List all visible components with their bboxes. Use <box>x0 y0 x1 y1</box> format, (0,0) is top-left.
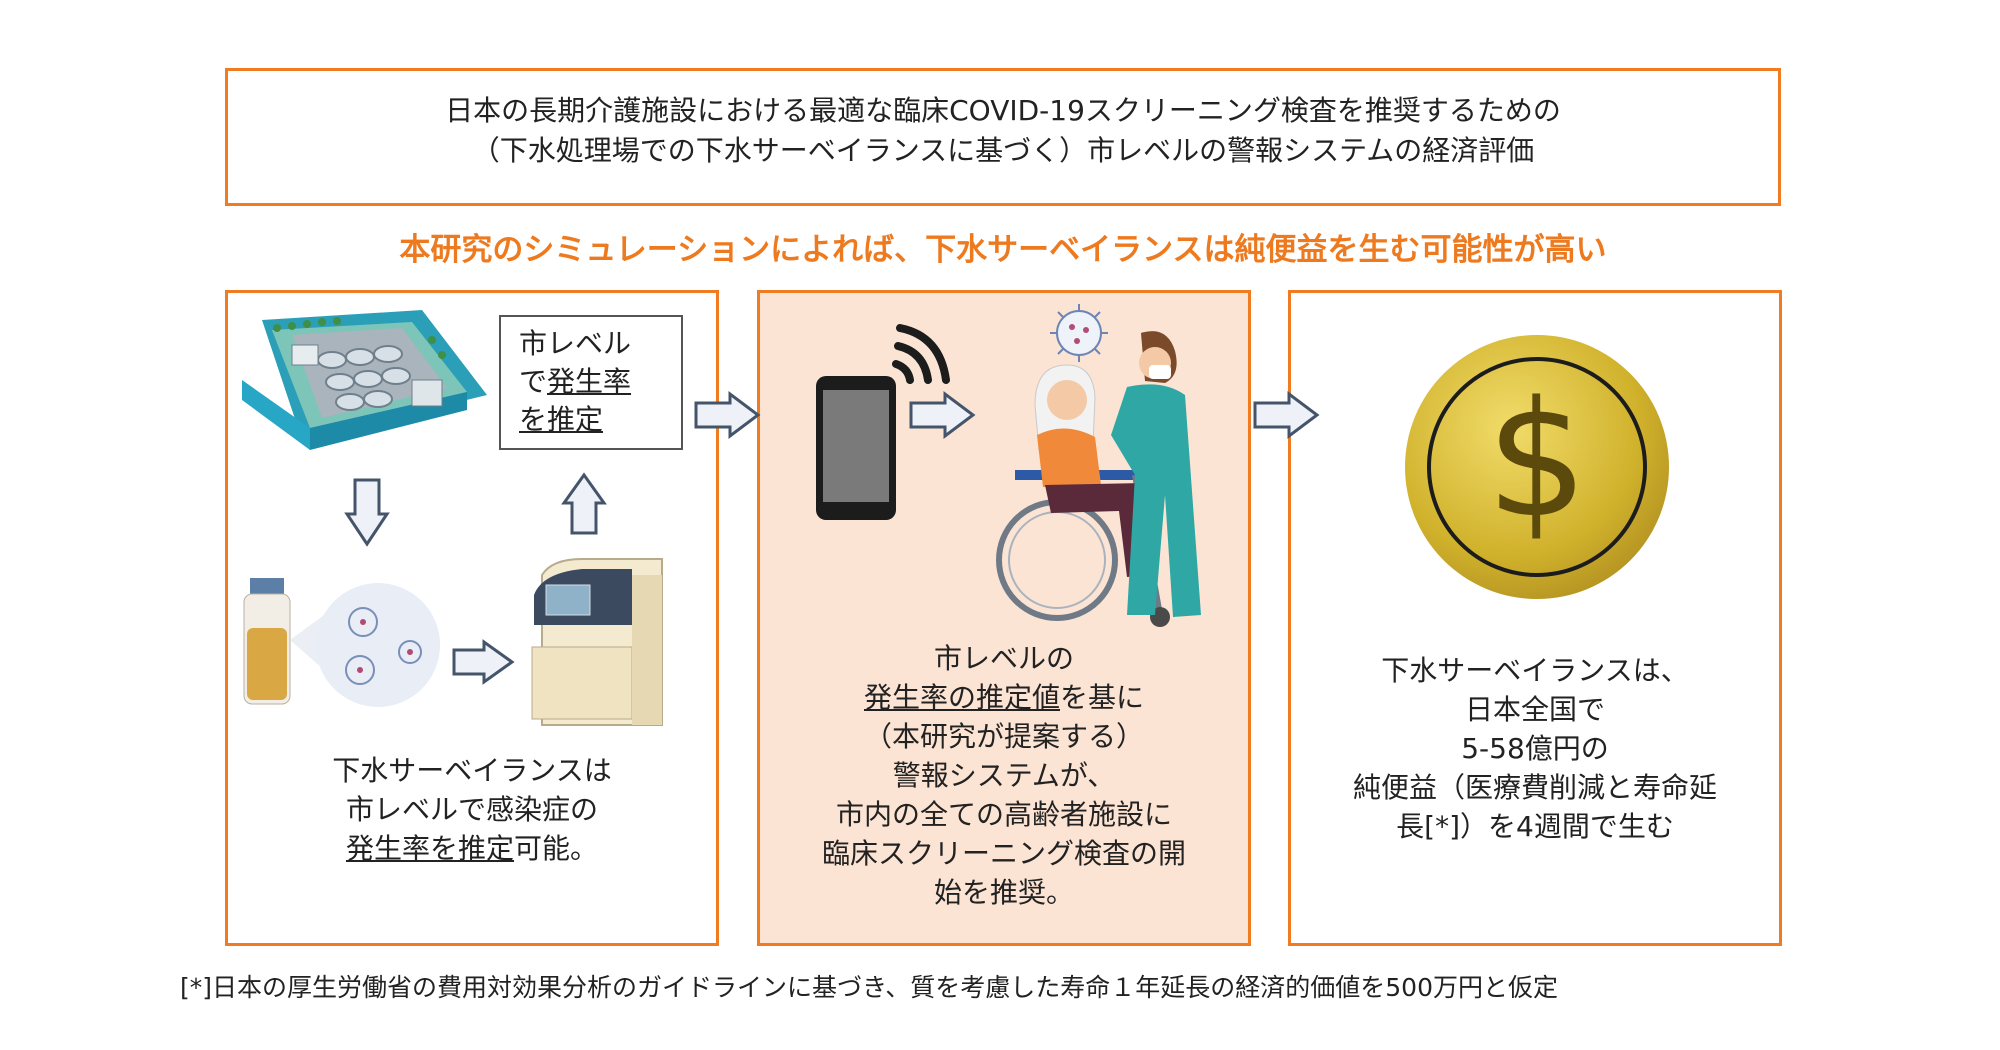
right-arrow-icon <box>909 391 976 439</box>
smartphone-icon <box>816 324 950 520</box>
estimate-incidence-box: 市レベル で発生率 を推定 <box>499 315 683 450</box>
panel3-text-line4: 純便益（医療費削減と寿命延 <box>1352 771 1717 804</box>
panel2-text-line4: 警報システムが、 <box>892 759 1116 792</box>
sample-bottle-icon <box>243 578 440 707</box>
panel1-text-line3: 発生率を推定可能。 <box>345 832 599 865</box>
right-arrow-icon <box>452 639 515 685</box>
panel2-text-line7: 始を推奨。 <box>933 876 1074 909</box>
pcr-machine-icon <box>531 558 663 726</box>
panel2-text-line2: 発生率の推定値を基に <box>863 681 1145 714</box>
title-line-1: 日本の長期介護施設における最適な臨床COVID-19スクリーニング検査を推奨する… <box>445 94 1561 127</box>
estimate-box-line1: 市レベル <box>519 327 632 360</box>
down-arrow-icon <box>344 478 390 547</box>
panel2-text-line5: 市内の全ての高齢者施設に <box>835 798 1172 831</box>
panel2-text-line3: （本研究が提案する） <box>863 720 1144 753</box>
right-arrow-icon <box>1253 391 1320 439</box>
panel2-text-line1: 市レベルの <box>933 642 1074 675</box>
title-line-2: （下水処理場での下水サーベイランスに基づく）市レベルの警報システムの経済評価 <box>471 134 1535 167</box>
right-arrow-icon <box>694 391 761 439</box>
panel1-text-line1: 下水サーベイランスは <box>332 754 612 787</box>
panel3-text-line3: 5-58億円の <box>1461 732 1609 765</box>
headline: 本研究のシミュレーションによれば、下水サーベイランスは純便益を生む可能性が高い <box>399 232 1607 268</box>
up-arrow-icon <box>561 472 607 535</box>
panel-net-benefit: 下水サーベイランスは、 日本全国で 5-58億円の 純便益（医療費削減と寿命延 … <box>1288 290 1782 946</box>
panel3-text-line5: 長[*]）を4週間で生む <box>1396 810 1674 843</box>
estimate-box-line3: を推定 <box>519 403 604 436</box>
panel1-text-line2: 市レベルで感染症の <box>345 793 598 826</box>
panel3-text-line2: 日本全国で <box>1464 693 1605 726</box>
panel2-text-line6: 臨床スクリーニング検査の開 <box>821 837 1186 870</box>
panel2-text: 市レベルの 発生率の推定値を基に （本研究が提案する） 警報システムが、 市内の… <box>760 639 1248 912</box>
dollar-coin-icon: $ <box>1405 335 1669 599</box>
panel-wastewater-surveillance: 下水サーベイランスは 市レベルで感染症の 発生率を推定可能。 <box>225 290 719 946</box>
panel1-text: 下水サーベイランスは 市レベルで感染症の 発生率を推定可能。 <box>228 751 716 868</box>
wifi-signal-icon <box>892 324 950 384</box>
footnote: [*]日本の厚生労働省の費用対効果分析のガイドラインに基づき、質を考慮した寿命１… <box>180 973 1558 1002</box>
panel3-text: 下水サーベイランスは、 日本全国で 5-58億円の 純便益（医療費削減と寿命延 … <box>1291 651 1779 846</box>
title-box: 日本の長期介護施設における最適な臨床COVID-19スクリーニング検査を推奨する… <box>225 68 1781 206</box>
treatment-plant-icon <box>242 310 487 450</box>
nurse-and-patient-icon <box>996 331 1201 627</box>
virus-icon <box>1050 304 1108 362</box>
coin-symbol: $ <box>1486 366 1588 553</box>
panel3-text-line1: 下水サーベイランスは、 <box>1381 654 1689 687</box>
estimate-box-line2: で発生率 <box>519 365 632 398</box>
